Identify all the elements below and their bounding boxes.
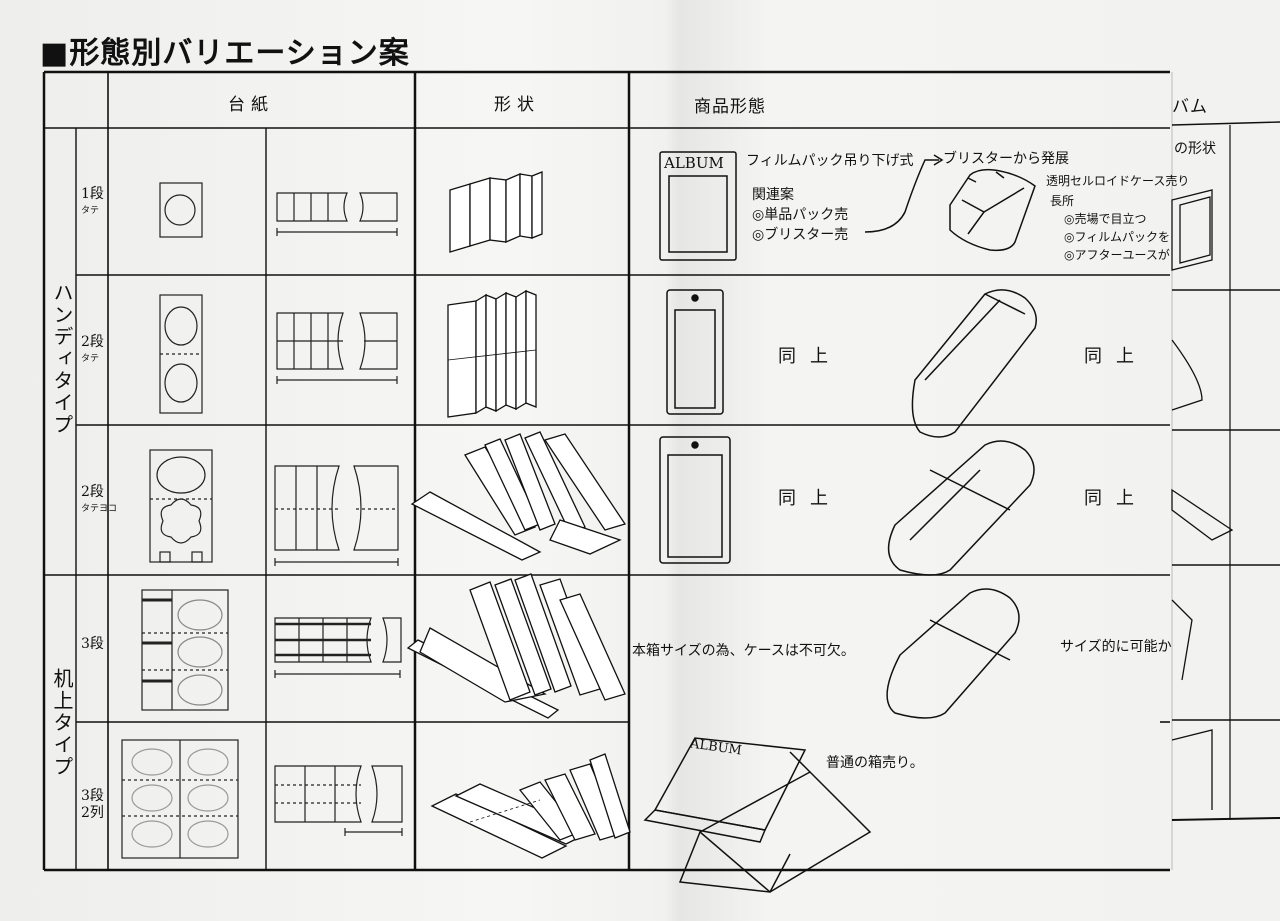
note-blister-dev: ブリスターから発展 (943, 151, 1069, 167)
header-right-partial-2: の形状 (1174, 141, 1216, 157)
note-same-2: 同上 (1084, 346, 1148, 367)
row-label-4: 3段 (81, 636, 104, 652)
header-keijo: 形状 (494, 95, 540, 115)
row-label-1: 1段タテ (81, 186, 104, 216)
page-title: ■形態別バリエーション案 (40, 36, 410, 71)
header-right-partial: バム (1172, 97, 1208, 117)
shape-sketches (406, 171, 631, 859)
note-blister-sale: ◎ブリスター売 (752, 227, 849, 243)
note-merit-2: ◎フィルムパックを (1064, 230, 1170, 244)
row-label-2: 2段タテ (81, 334, 104, 364)
note-size-possible: サイズ的に可能か (1060, 639, 1172, 655)
note-related: 関連案 (752, 187, 794, 203)
note-bookcase: 本箱サイズの為、ケースは不可欠。 (632, 643, 855, 659)
row-label-3: 2段タテヨコ (81, 484, 118, 514)
group-desk: 机上タイプ (50, 668, 74, 778)
overlay-sketches (1171, 189, 1234, 810)
header-daishi: 台紙 (228, 95, 274, 115)
album-label-1: ALBUM (664, 154, 724, 172)
header-shohin: 商品形態 (694, 97, 766, 117)
note-merit-3: ◎アフターユースが (1064, 248, 1170, 262)
mount-sketches (121, 182, 239, 859)
note-box-sale: 普通の箱売り。 (826, 755, 924, 771)
note-same-3: 同上 (778, 488, 842, 509)
note-film-pack: フィルムパック吊り下げ式 (746, 153, 914, 169)
note-clear-case: 透明セルロイドケース売り (1046, 174, 1190, 188)
note-same-1: 同上 (778, 346, 842, 367)
note-single-pack: ◎単品パック売 (752, 207, 849, 223)
note-merits: 長所 (1050, 194, 1075, 208)
group-handy: ハンディタイプ (50, 282, 74, 436)
note-merit-1: ◎売場で目立つ (1064, 212, 1147, 226)
strip-sketches (274, 192, 403, 836)
note-same-4: 同上 (1084, 488, 1148, 509)
package-sketches (643, 151, 1037, 893)
